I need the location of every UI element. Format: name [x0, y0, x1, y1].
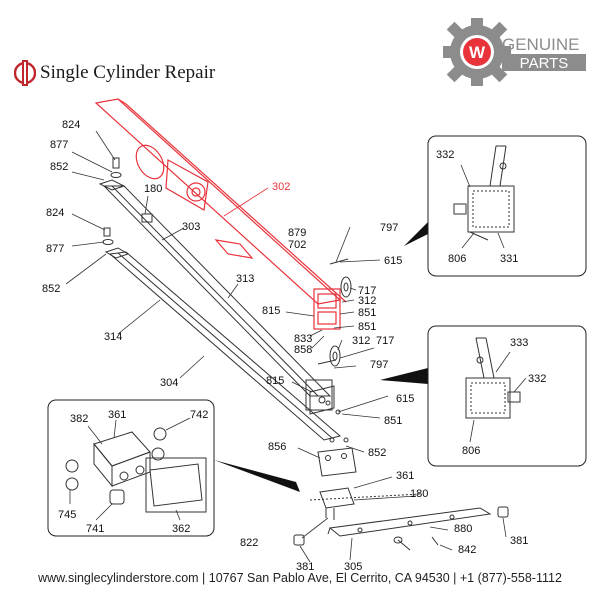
callout-745: 745	[58, 509, 76, 521]
callout-742: 742	[190, 409, 208, 421]
callout-741: 741	[86, 523, 104, 535]
brand-logo: Single Cylinder Repair	[14, 58, 215, 88]
callout-314: 314	[104, 331, 122, 343]
callout-851: 851	[358, 307, 376, 319]
callout-333: 333	[510, 337, 528, 349]
callout-717: 717	[358, 285, 376, 297]
callout-303: 303	[182, 221, 200, 233]
svg-text:W: W	[469, 43, 486, 62]
part-381-pad	[293, 506, 509, 546]
leader-lines	[65, 130, 507, 563]
callout-851: 851	[384, 415, 402, 427]
inset-lower-right	[427, 325, 587, 467]
genuine-parts-badge: W GENUINE PARTS	[443, 18, 586, 86]
footer-contact: www.singlecylinderstore.com | 10767 San …	[38, 571, 562, 585]
callout-851: 851	[358, 321, 376, 333]
callout-302: 302	[272, 181, 290, 193]
callout-180: 180	[410, 488, 428, 500]
part-717-pulley	[317, 258, 352, 367]
inset-pointer-right-upper	[404, 222, 428, 246]
callout-labels: 824 877 852 180 302 824 877 852 303 313 …	[42, 119, 546, 570]
callout-806: 806	[462, 445, 480, 457]
callout-332: 332	[528, 373, 546, 385]
callout-815: 815	[266, 375, 284, 387]
callout-877: 877	[50, 139, 68, 151]
badge-parts-text: PARTS	[520, 55, 569, 72]
callout-361: 361	[108, 409, 126, 421]
callout-615: 615	[384, 255, 402, 267]
part-304-tube	[104, 247, 342, 441]
brand-mark-icon	[14, 60, 36, 86]
callout-361: 361	[396, 470, 414, 482]
callout-702: 702	[288, 239, 306, 251]
callout-858: 858	[294, 344, 312, 356]
part-305-base-rail	[327, 507, 492, 537]
inset-pointer-right-lower	[380, 368, 428, 384]
callout-381: 381	[296, 561, 314, 570]
callout-331: 331	[500, 253, 518, 265]
callout-313: 313	[236, 273, 254, 285]
part-815-bracket	[309, 385, 341, 415]
part-302-tube	[94, 98, 347, 330]
part-842-bolt	[393, 536, 439, 551]
callout-824: 824	[62, 119, 80, 131]
part-856-bracket	[317, 437, 357, 477]
callout-856: 856	[268, 441, 286, 453]
callout-312: 312	[352, 335, 370, 347]
callout-842: 842	[458, 544, 476, 556]
callout-180: 180	[144, 183, 162, 195]
inset-pointer-left	[214, 460, 300, 492]
callout-880: 880	[454, 523, 472, 535]
callout-806: 806	[448, 253, 466, 265]
callout-833: 833	[294, 333, 312, 345]
callout-852: 852	[42, 283, 60, 295]
part-824-877-852-hardware	[102, 157, 122, 245]
callout-615: 615	[396, 393, 414, 405]
callout-332: 332	[436, 149, 454, 161]
inset-upper-right	[427, 135, 587, 277]
callout-717: 717	[376, 335, 394, 347]
callout-305: 305	[344, 561, 362, 570]
callout-312: 312	[358, 295, 376, 307]
callout-381: 381	[510, 535, 528, 547]
part-303-tube	[98, 179, 333, 411]
exploded-parts-diagram: 824 877 852 180 302 824 877 852 303 313 …	[42, 98, 587, 570]
callout-304: 304	[160, 377, 178, 389]
callout-815: 815	[262, 305, 280, 317]
callout-362: 362	[172, 523, 190, 535]
brand-name: Single Cylinder Repair	[40, 62, 216, 83]
callout-797: 797	[380, 222, 398, 234]
callout-382: 382	[70, 413, 88, 425]
callout-877: 877	[46, 243, 64, 255]
callout-852: 852	[368, 447, 386, 459]
inset-lower-left	[47, 399, 215, 537]
callout-797: 797	[370, 359, 388, 371]
callout-824: 824	[46, 207, 64, 219]
callout-879: 879	[288, 227, 306, 239]
callout-852: 852	[50, 161, 68, 173]
part-361-block	[319, 487, 355, 520]
badge-genuine-text: GENUINE	[502, 35, 579, 54]
callout-822: 822	[240, 537, 258, 549]
